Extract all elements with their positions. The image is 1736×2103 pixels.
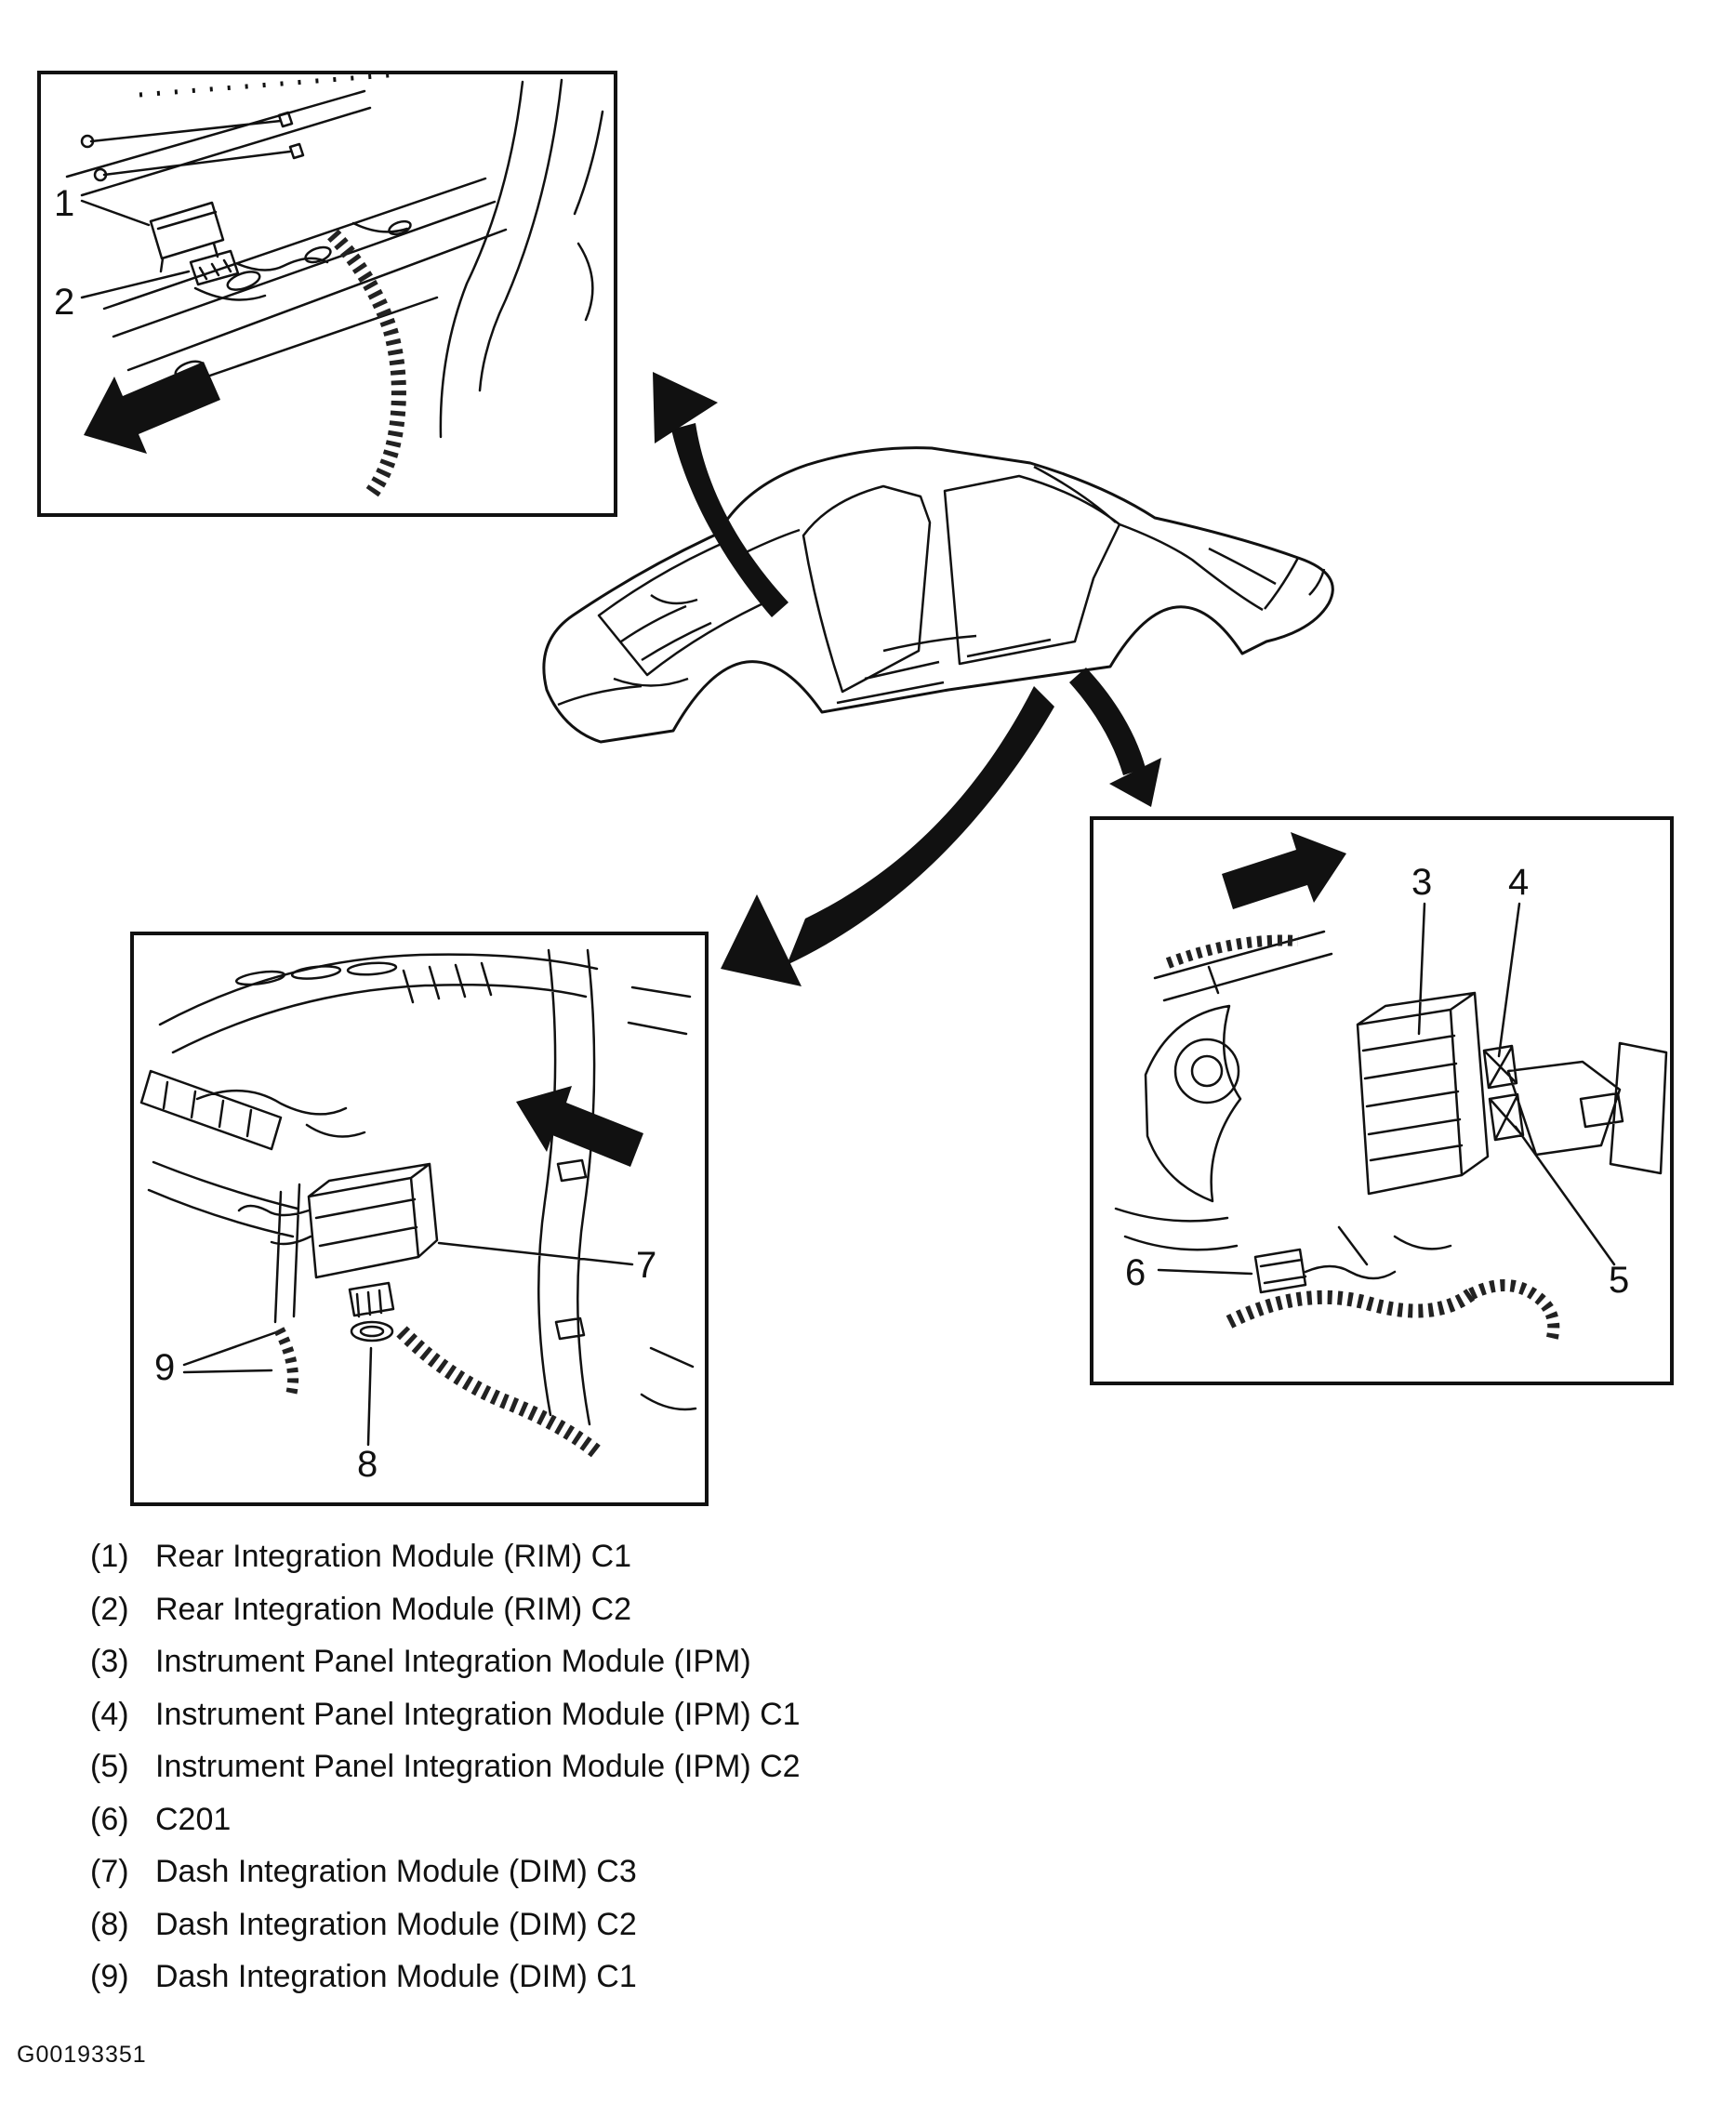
- callout-1: 1: [54, 183, 74, 224]
- legend-num: (6): [90, 1801, 129, 1837]
- legend-label: Rear Integration Module (RIM) C2: [155, 1591, 632, 1627]
- inset-dash-border: [130, 932, 709, 1506]
- legend-num: (4): [90, 1696, 129, 1732]
- corrugated-harness: [396, 1326, 602, 1459]
- callout-7: 7: [636, 1245, 656, 1286]
- rear-shelf-line-art: [65, 78, 604, 439]
- legend-item-7: (7) Dash Integration Module (DIM) C3: [90, 1845, 1206, 1898]
- defroster-vent: [346, 961, 398, 976]
- legend-num: (3): [90, 1644, 129, 1679]
- legend-label: C201: [155, 1801, 232, 1837]
- arrow-head-icon: [1109, 758, 1161, 807]
- corrugated-harness: [273, 1327, 299, 1400]
- legend-item-1: (1) Rear Integration Module (RIM) C1: [90, 1530, 1206, 1583]
- legend: (1) Rear Integration Module (RIM) C1 (2)…: [90, 1530, 1206, 2004]
- callout-6: 6: [1125, 1252, 1146, 1293]
- legend-label: Instrument Panel Integration Module (IPM…: [155, 1749, 801, 1784]
- legend-item-8: (8) Dash Integration Module (DIM) C2: [90, 1898, 1206, 1951]
- legend-num: (7): [90, 1854, 129, 1889]
- direction-arrow-icon: [516, 1086, 643, 1167]
- defroster-vents: [234, 961, 398, 986]
- legend-num: (5): [90, 1749, 129, 1784]
- arrow-to-rear-inset: [653, 372, 788, 617]
- car-body-shell: [542, 446, 1334, 744]
- arrow-shaft: [671, 423, 788, 617]
- corrugated-harness: [1226, 1288, 1476, 1329]
- arrow-shaft: [1069, 668, 1146, 775]
- callout-8: 8: [357, 1444, 378, 1485]
- legend-label: Rear Integration Module (RIM) C1: [155, 1539, 632, 1574]
- ipm-line-art: [1114, 902, 1668, 1294]
- wiring-location-diagram: 1 2: [37, 71, 1674, 1506]
- direction-arrow-icon: [1222, 832, 1346, 909]
- legend-num: (2): [90, 1591, 129, 1627]
- legend-label: Dash Integration Module (DIM) C3: [155, 1854, 637, 1889]
- legend-item-5: (5) Instrument Panel Integration Module …: [90, 1740, 1206, 1793]
- defroster-vent: [290, 965, 342, 980]
- screw-head-icon: [80, 134, 95, 149]
- round-connector-inner: [359, 1325, 385, 1338]
- legend-item-9: (9) Dash Integration Module (DIM) C1: [90, 1951, 1206, 2004]
- shelf-hole: [226, 271, 261, 291]
- round-connector: [350, 1320, 394, 1342]
- legend-item-2: (2) Rear Integration Module (RIM) C2: [90, 1583, 1206, 1636]
- legend-item-6: (6) C201: [90, 1793, 1206, 1846]
- legend-label: Instrument Panel Integration Module (IPM…: [155, 1696, 801, 1732]
- arrow-head-icon: [653, 372, 718, 443]
- legend-label: Instrument Panel Integration Module (IPM…: [155, 1644, 751, 1679]
- inset-rear-shelf-border: [37, 71, 617, 517]
- direction-arrow-icon: [84, 362, 220, 454]
- shelf-hole: [304, 245, 332, 264]
- inset-rear-shelf: 1 2: [37, 71, 617, 517]
- legend-label: Dash Integration Module (DIM) C1: [155, 1959, 637, 1994]
- callout-3: 3: [1411, 862, 1432, 903]
- shelf-hole: [388, 219, 412, 236]
- arrow-to-dash-inset: [721, 686, 1054, 986]
- inset-ipm: 3 4 5 6: [1090, 816, 1674, 1385]
- legend-num: (8): [90, 1906, 129, 1942]
- defroster-vent: [234, 970, 286, 986]
- dash-line-art: [139, 948, 697, 1447]
- screw-head-icon: [93, 167, 108, 182]
- callout-2: 2: [54, 282, 74, 323]
- callout-5: 5: [1609, 1260, 1629, 1301]
- legend-item-4: (4) Instrument Panel Integration Module …: [90, 1688, 1206, 1741]
- car-outline: [542, 446, 1334, 744]
- legend-num: (9): [90, 1959, 129, 1994]
- hvac-blower-opening: [1173, 1038, 1240, 1104]
- inset-ipm-border: [1090, 816, 1674, 1385]
- arrow-shaft: [787, 686, 1054, 965]
- callout-9: 9: [154, 1347, 175, 1388]
- legend-item-3: (3) Instrument Panel Integration Module …: [90, 1635, 1206, 1688]
- figure-id: G00193351: [17, 2042, 147, 2068]
- corrugated-harness: [327, 229, 406, 497]
- hvac-blower-hub: [1190, 1054, 1224, 1088]
- legend-label: Dash Integration Module (DIM) C2: [155, 1906, 637, 1942]
- callout-4: 4: [1508, 862, 1529, 903]
- arrow-head-icon: [721, 894, 802, 986]
- arrow-to-ipm-inset: [1069, 668, 1161, 807]
- inset-dash: 7 9 8: [130, 932, 709, 1506]
- corrugated-harness: [1468, 1279, 1560, 1344]
- car-detail-lines: [557, 465, 1326, 707]
- legend-num: (1): [90, 1539, 129, 1574]
